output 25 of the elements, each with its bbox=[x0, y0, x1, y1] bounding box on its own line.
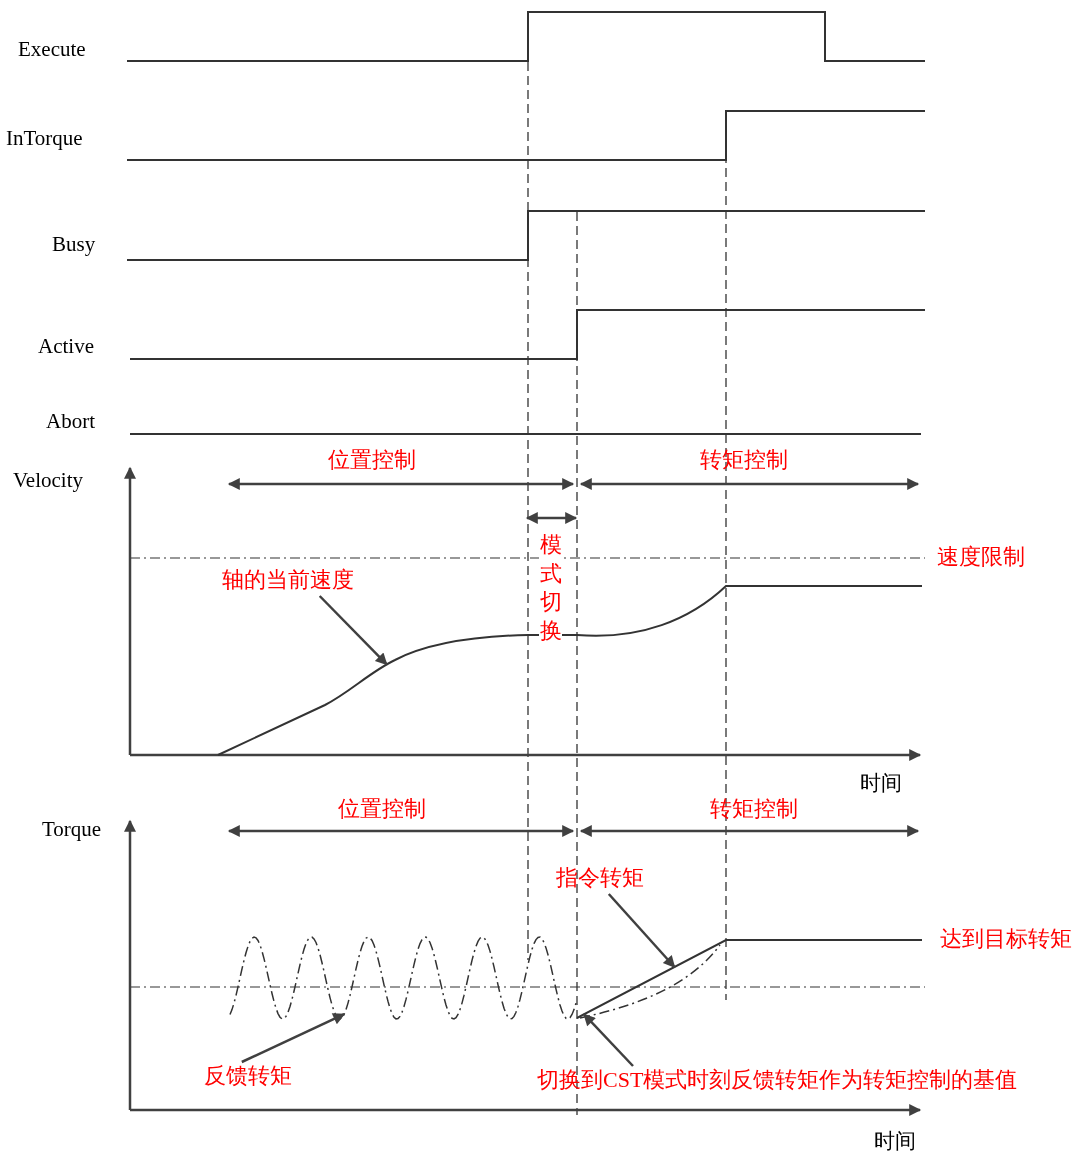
target-label: 达到目标转矩 bbox=[940, 927, 1072, 952]
region-label: 转矩控制 bbox=[710, 797, 798, 822]
axis-label: Velocity bbox=[13, 469, 83, 493]
signal-name: InTorque bbox=[6, 127, 83, 151]
signal-name: Abort bbox=[46, 410, 95, 434]
axis-label: Torque bbox=[42, 818, 102, 842]
annotation-text: 切换到CST模式时刻反馈转矩作为转矩控制的基值 bbox=[537, 1068, 1018, 1093]
leader-arrow bbox=[241, 1013, 346, 1064]
torque-ramp-line bbox=[576, 939, 923, 1019]
annotation-text: 反馈转矩 bbox=[204, 1064, 292, 1089]
limit-label: 速度限制 bbox=[937, 545, 1025, 570]
leader-arrow bbox=[583, 1013, 634, 1067]
signal-name: Busy bbox=[52, 233, 96, 257]
region-label: 位置控制 bbox=[338, 797, 426, 822]
axis-label: 时间 bbox=[860, 772, 902, 796]
signal-name: Execute bbox=[18, 38, 86, 62]
axis-label: 时间 bbox=[874, 1130, 916, 1154]
annotation-text: 轴的当前速度 bbox=[222, 568, 354, 593]
feedback-torque-curve bbox=[229, 936, 721, 1020]
region-label: 转矩控制 bbox=[700, 448, 788, 473]
region-label: 位置控制 bbox=[328, 448, 416, 473]
signal-name: Active bbox=[38, 335, 94, 359]
leader-arrow bbox=[318, 595, 388, 666]
annotation-text: 指令转矩 bbox=[556, 866, 644, 891]
leader-arrow bbox=[607, 893, 676, 968]
